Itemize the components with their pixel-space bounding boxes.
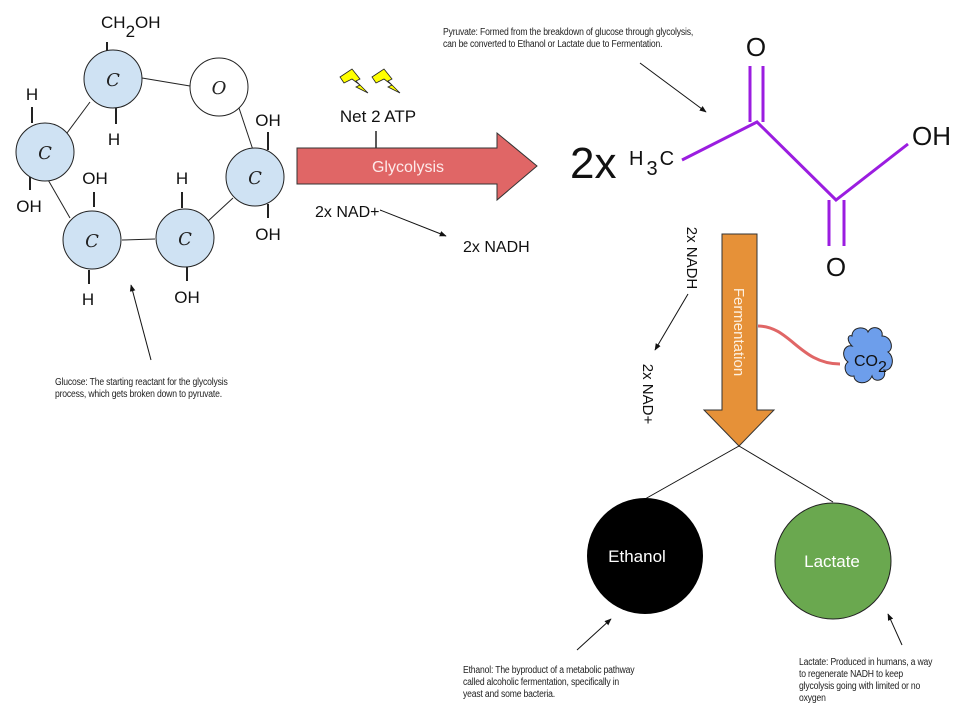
atom-c-bottom-left: C [62,210,122,270]
oh-label: OH [255,111,281,130]
carbonyl-o-top: O [746,32,766,62]
glucose-caption: Glucose: The starting reactant for the g… [55,377,228,400]
lactate-circle [774,502,892,620]
branch-line-lactate [738,445,834,503]
svg-text:C: C [106,70,120,91]
glycolysis-arrow [296,131,538,202]
pyruvate-pointer-arrow [639,62,707,113]
oh-label: OH [16,197,42,216]
oh-label: OH [82,169,108,188]
bond [46,177,71,219]
svg-text:C: C [38,143,52,164]
ethanol-caption: Ethanol: The byproduct of a metabolic pa… [463,665,635,700]
branch-line-ethanol [644,445,740,500]
oh-label: OH [174,288,200,307]
atom-c-left: C [15,122,75,182]
co2-label: CO2 [854,353,887,376]
ethanol-label: Ethanol [608,547,666,566]
bond [121,238,156,241]
svg-text:O: O [212,78,227,99]
lightning-icon [371,68,401,94]
h-label: H [82,290,94,309]
atp-label: Net 2 ATP [340,107,416,126]
svg-text:C: C [248,168,262,189]
atom-c-right: C [225,147,285,207]
lactate-caption: Lactate: Produced in humans, a way to re… [799,657,933,704]
h-label: H [108,130,120,149]
ethanol-pointer-arrow [576,618,612,651]
nad-conversion-arrow [379,209,447,237]
ethanol-circle [587,498,703,614]
nadh-out-label: 2x NADH [463,239,530,256]
nad-out-label: 2x NAD+ [639,364,656,425]
glycolysis-step: Net 2 ATP Glycolysis 2x NAD+ 2x NADH [296,68,538,256]
fermentation-arrow [702,233,776,447]
h-label: H [26,85,38,104]
bond [141,77,191,87]
fermentation-label: Fermentation [730,288,747,376]
svg-text:C: C [178,229,192,250]
nad-in-label: 2x NAD+ [315,204,379,221]
bond [66,101,91,134]
pyruvate-caption: Pyruvate: Formed from the breakdown of g… [443,27,694,50]
nadh-in-label: 2x NADH [683,227,700,290]
atom-o-ring: O [189,57,249,117]
bond [206,197,234,223]
lactate-node: Lactate [774,502,903,646]
glucose-pointer-arrow [129,284,152,361]
lightning-icon [339,68,369,94]
lactate-pointer-arrow [887,613,903,646]
multiplier-label: 2x [570,139,616,188]
pyruvate-bonds [681,120,909,202]
fermentation-step: Fermentation 2x NADH 2x NAD+ CO2 [639,227,893,503]
glucose-molecule: C O C C C C CH2OH H H OH OH H H OH OH [15,13,285,361]
ch2oh-label: CH2OH [101,13,161,41]
oh-label: OH [255,225,281,244]
ethanol-node: Ethanol [576,498,703,651]
svg-text:C: C [85,231,99,252]
bond [238,107,254,151]
h-label: H [176,169,188,188]
carbonyl-o-bottom: O [826,252,846,282]
co2-cloud-icon [843,327,893,384]
hydroxyl-label: OH [912,121,951,151]
glycolysis-label: Glycolysis [372,159,444,176]
nadh-conversion-arrow [654,293,689,351]
atom-c-bottom-mid: C [155,208,215,268]
co2-release-line [757,324,841,366]
lactate-label: Lactate [804,552,860,571]
atom-c-top: C [83,49,143,109]
